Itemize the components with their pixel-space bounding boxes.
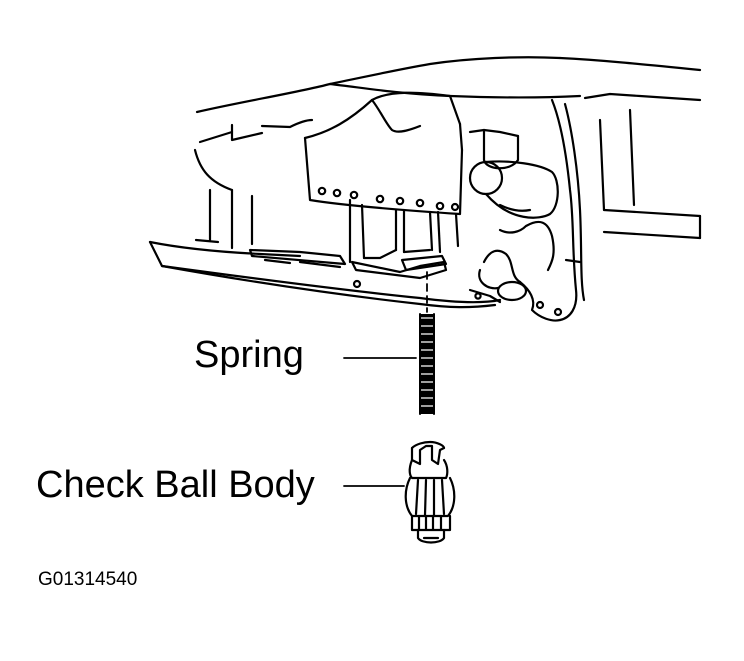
separator-plate (148, 238, 502, 309)
figure-reference-code: G01314540 (38, 569, 138, 590)
transmission-case (193, 56, 702, 250)
detent-bracket (478, 98, 586, 322)
solenoid-cylinder (468, 128, 559, 219)
check-ball-body-callout-label: Check Ball Body (36, 464, 315, 506)
valve-body-block (303, 91, 464, 264)
spring-callout-label: Spring (194, 334, 304, 376)
spring-part (418, 313, 436, 415)
check-ball-body-part (404, 440, 456, 544)
